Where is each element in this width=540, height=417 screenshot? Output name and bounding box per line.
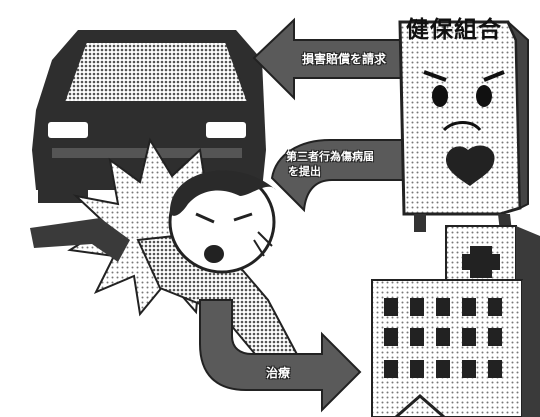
hospital-cross-horizontal — [462, 254, 500, 270]
treatment-arrow — [199, 299, 362, 413]
headlight-right — [206, 122, 246, 138]
insurance-character — [398, 20, 529, 232]
claim-arrow-label: 損害賠償を請求 — [302, 52, 387, 66]
organization-name: 健保組合 — [406, 17, 502, 43]
hospital-windows — [384, 298, 502, 378]
hospital-building — [371, 225, 540, 417]
report-arrow-label-line2: を提出 — [288, 165, 321, 178]
person-arm — [30, 218, 130, 262]
character-eye-right — [476, 85, 492, 107]
report-arrow-label-line1: 第三者行為傷病届 — [286, 150, 374, 163]
heart-icon — [446, 145, 495, 186]
headlight-left — [48, 122, 88, 138]
treatment-arrow-label: 治療 — [266, 366, 291, 380]
character-eye-left — [432, 85, 448, 107]
person-hair — [169, 170, 276, 216]
